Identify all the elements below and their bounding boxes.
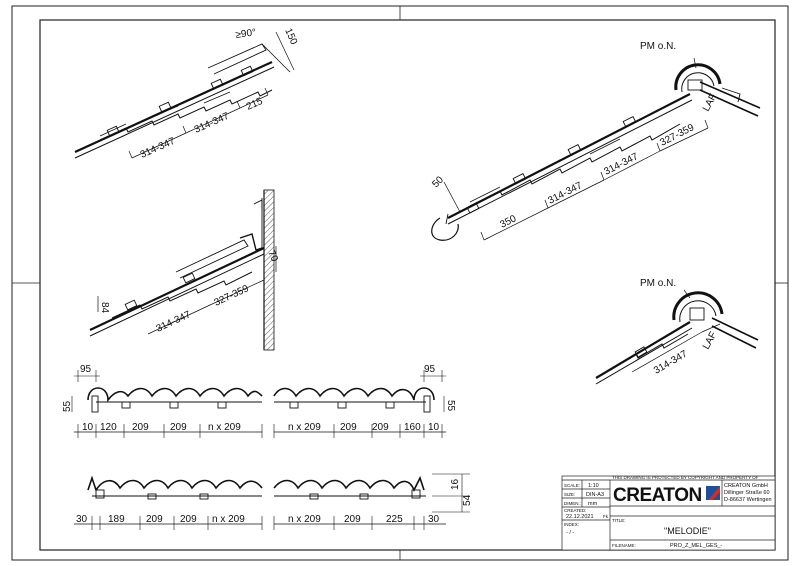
detail-top-left: [74, 31, 295, 159]
ridge-dim-laf: LAF: [701, 92, 719, 113]
tb-created-label: CREATED:: [564, 508, 586, 513]
wall-dim-314: 314-347: [155, 309, 193, 335]
s1r-dim-10: 10: [428, 422, 440, 433]
s2r-dim-54: 54: [462, 494, 473, 506]
s2r-dim-n209: n x 209: [288, 514, 321, 525]
s1r-dim-160: 160: [404, 422, 421, 433]
s1r-dim-209-b: 209: [372, 422, 389, 433]
sheet-inner-border: [39, 19, 776, 551]
tl-dim-angle: ≥90°: [235, 27, 257, 41]
creaton-logo: CREATON: [613, 485, 720, 506]
ridge-dim-314-a: 314-347: [546, 180, 584, 207]
tb-size: DIN-A3: [586, 492, 604, 498]
ridge-small-dim-laf: LAF: [701, 330, 719, 351]
s1l-dim-n209: n x 209: [208, 422, 241, 433]
tb-scale-label: SCALE:: [564, 483, 580, 488]
s1r-dim-209-a: 209: [340, 422, 357, 433]
section2-right: [273, 473, 470, 530]
tb-dimen-label: DIMEN.:: [564, 501, 581, 506]
tb-title-label: TITLE:: [612, 518, 626, 523]
title-block: [561, 475, 776, 551]
tb-created: 22.12.2021: [566, 514, 594, 520]
wall-dim-327: 327-359: [213, 283, 251, 309]
section2-left: [74, 475, 263, 530]
tb-dimen: mm: [588, 501, 598, 507]
tb-street: Dillinger Straße 60: [724, 490, 770, 496]
tl-dim-215: 215: [245, 96, 265, 113]
detail-ridge: [431, 57, 761, 241]
tl-dim-314-b: 314-347: [193, 111, 231, 136]
wall-dim-84: 84: [99, 302, 110, 314]
s1r-dim-95: 95: [424, 364, 436, 375]
wall-dim-70: 70: [265, 249, 280, 264]
s1r-dim-n209: n x 209: [288, 422, 321, 433]
tb-created-by: Fk: [603, 514, 609, 519]
s1r-dim-55: 55: [445, 400, 456, 412]
tb-scale: 1:10: [588, 483, 599, 489]
ridge-dim-50: 50: [430, 174, 446, 190]
section1-right: [273, 370, 446, 438]
s2l-dim-n209: n x 209: [212, 514, 245, 525]
ridge-small-pm-label: PM o.N.: [640, 278, 676, 289]
detail-wall: [89, 189, 277, 351]
tl-dim-150: 150: [282, 27, 299, 47]
s2l-dim-30: 30: [76, 514, 88, 525]
s1l-dim-209-a: 209: [132, 422, 149, 433]
s2r-dim-30: 30: [428, 514, 440, 525]
ridge-small-dim-314: 314-347: [652, 349, 690, 377]
s2r-dim-16: 16: [450, 478, 461, 490]
creaton-logo-mark-red: [708, 486, 720, 500]
tb-size-label: SIZE:: [564, 492, 575, 497]
detail-ridge-small: [595, 289, 759, 385]
s2l-dim-209-a: 209: [146, 514, 163, 525]
tb-index-label: INDEX:: [564, 522, 579, 527]
creaton-logo-text: CREATON: [613, 485, 702, 506]
tb-company: CREATON GmbH: [724, 483, 768, 489]
s1l-dim-55: 55: [62, 400, 73, 412]
tl-dim-314-a: 314-347: [139, 136, 177, 161]
s1l-dim-120: 120: [100, 422, 117, 433]
s2r-dim-209: 209: [344, 514, 361, 525]
s2r-dim-225: 225: [386, 514, 403, 525]
tb-city: D-86637 Wertingen: [724, 497, 772, 503]
ridge-dim-350: 350: [498, 213, 518, 231]
section1-left: [71, 370, 263, 438]
s1l-dim-10: 10: [82, 422, 94, 433]
tb-filename-label: FILENAME:: [612, 543, 636, 548]
s1l-dim-209-b: 209: [170, 422, 187, 433]
s2l-dim-189: 189: [108, 514, 125, 525]
tb-title: "MELODIE": [664, 526, 711, 536]
tb-copyright: THIS DRAWING IS PROTECTED BY COPYRIGHT A…: [612, 475, 759, 480]
tb-filename: PRO_Z_MEL_GES_-: [670, 543, 722, 549]
ridge-pm-label: PM o.N.: [640, 41, 676, 52]
tb-index: - / -: [566, 530, 574, 536]
s1l-dim-95: 95: [80, 364, 92, 375]
creaton-logo-mark-blue: [706, 486, 720, 500]
s2l-dim-209-b: 209: [180, 514, 197, 525]
